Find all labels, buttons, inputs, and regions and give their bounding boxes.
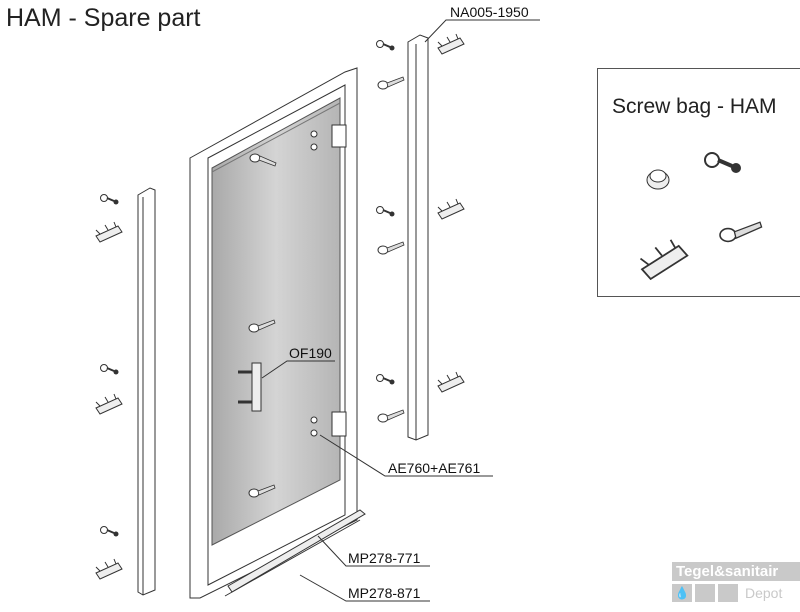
door-frame xyxy=(189,67,358,599)
hinge-top xyxy=(331,124,347,148)
part-label-mp278-771: MP278-771 xyxy=(348,550,421,566)
bottom-seal xyxy=(227,509,366,593)
page-title: HAM - Spare part xyxy=(6,4,201,32)
part-label-of190: OF190 xyxy=(289,345,332,361)
part-label-na005-1950: NA005-1950 xyxy=(450,4,529,20)
screw-bag-contents xyxy=(637,151,763,281)
leader-lines xyxy=(261,19,540,602)
logo-square xyxy=(695,584,715,602)
glass-panel xyxy=(211,97,341,546)
brand-logo: Tegel&sanitair 💧 Depot xyxy=(672,562,800,602)
logo-square xyxy=(718,584,738,602)
right-wall-profile xyxy=(407,34,429,441)
handle xyxy=(251,362,262,412)
hinge-bottom xyxy=(331,411,347,437)
part-label-mp278-871: MP278-871 xyxy=(348,585,421,601)
screw-bag-panel: Screw bag - HAM xyxy=(597,68,800,297)
logo-line2: Depot xyxy=(745,585,783,601)
part-label-ae760-ae761: AE760+AE761 xyxy=(388,460,481,476)
left-wall-profile xyxy=(137,187,156,596)
screw-bag-title: Screw bag - HAM xyxy=(612,95,777,118)
logo-line1: Tegel&sanitair xyxy=(672,562,800,581)
drop-icon: 💧 xyxy=(672,584,692,602)
